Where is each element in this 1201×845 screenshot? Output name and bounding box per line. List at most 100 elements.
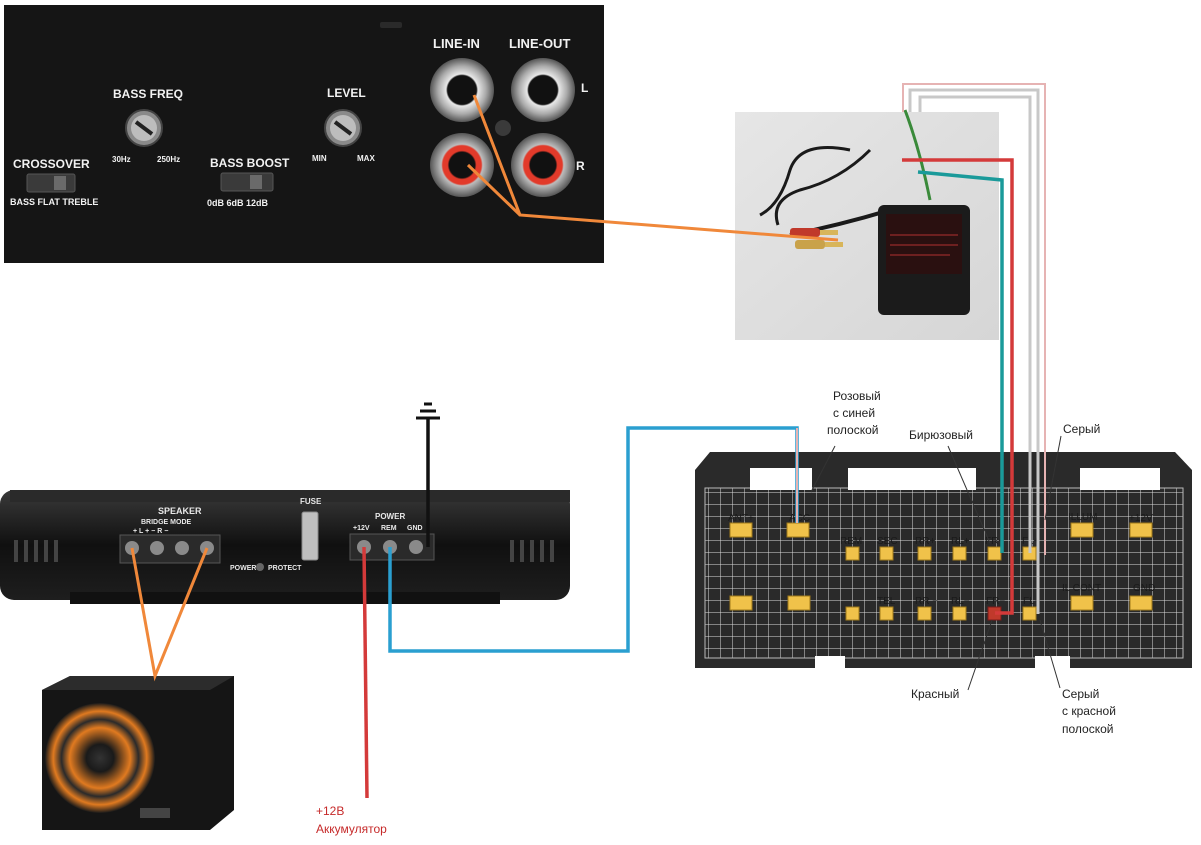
pin-label-rem: REM (840, 536, 862, 547)
power-label: POWER (375, 512, 405, 521)
amplifier-vents-left (14, 540, 58, 562)
channel-l-label: L (581, 81, 588, 95)
subwoofer-badge (140, 808, 170, 818)
fuse[interactable] (301, 511, 319, 561)
leader-red (967, 619, 993, 691)
pin-label-il-cont: IL CONT (1062, 583, 1101, 594)
annotation-gray-red-2: с красной (1062, 704, 1116, 718)
pin-plus12v[interactable] (1129, 522, 1153, 538)
channel-r-label: R (576, 159, 585, 173)
converter-black-wire-2 (774, 148, 872, 226)
leader-pink-blue (810, 445, 836, 493)
pin-label-gnd: GND (1133, 583, 1155, 594)
annotation-pink-blue-2: с синей (833, 406, 875, 420)
pin-bottom-1[interactable] (729, 595, 753, 611)
pin-rr-minus[interactable] (917, 606, 932, 621)
speaker-terminal-block[interactable] (119, 534, 221, 564)
leader-gray (1044, 435, 1062, 521)
pin-acc[interactable] (786, 522, 810, 538)
converter-rca-tip (820, 230, 838, 235)
converter-rca-plug-gold (795, 240, 825, 249)
pin-rl-plus[interactable] (952, 546, 967, 561)
converter-rca-tip-2 (825, 242, 843, 247)
amplifier: SPEAKER BRIDGE MODE + L + − R − FUSE POW… (0, 490, 570, 604)
power-led (256, 563, 264, 571)
plus12v-terminal-label: +12V (353, 525, 370, 532)
pin-label-fl-minus: FL− (1023, 596, 1041, 607)
level-max: MAX (357, 154, 375, 163)
pin-fl-minus[interactable] (1022, 606, 1037, 621)
pin-label-illum: ILLUM (1068, 512, 1097, 523)
power-led-label: POWER (230, 565, 256, 572)
pin-il-cont[interactable] (1070, 595, 1094, 611)
level-knob-grip (333, 120, 353, 136)
speaker-label: SPEAKER (158, 506, 202, 516)
amplifier-vents-right (510, 540, 554, 562)
bass-boost-switch[interactable] (220, 172, 274, 192)
pin-rr-plus[interactable] (917, 546, 932, 561)
connector-key-1 (750, 468, 812, 490)
wire-rca-right (466, 163, 522, 217)
rca-line-in-left[interactable] (430, 58, 494, 122)
rca-line-out-left[interactable] (511, 58, 575, 122)
pin-label-rr-plus: RR+ (915, 536, 935, 547)
bass-boost-options: 0dB 6dB 12dB (207, 198, 269, 208)
rem-terminal-label: REM (381, 525, 397, 532)
connector-notch-1 (815, 656, 845, 668)
rca-line-out-right[interactable] (511, 133, 575, 197)
pin-rem[interactable] (845, 546, 860, 561)
bass-freq-min: 30Hz (112, 155, 131, 164)
bass-boost-label: BASS BOOST (210, 156, 290, 170)
annotation-battery-1: +12В (316, 804, 344, 818)
control-panel: CROSSOVER BASS FLAT TREBLE BASS FREQ 30H… (4, 5, 604, 263)
annotation-gray-red-1: Серый (1062, 687, 1099, 701)
subwoofer-box-top (42, 676, 234, 690)
bridge-mode-label: BRIDGE MODE (141, 519, 192, 526)
panel-screw-slot (380, 22, 402, 28)
pin-label-rl-minus: RL− (951, 596, 970, 607)
annotation-red: Красный (911, 687, 959, 701)
iso-connector: ANT+ ACC REM SEC RR+ RL+ FR+ FL+ ILLUM +… (695, 452, 1192, 668)
bass-freq-knob-grip (134, 120, 154, 136)
line-out-label: LINE-OUT (509, 36, 570, 51)
gnd-terminal-label: GND (407, 525, 423, 532)
pin-label-ant: ANT+ (728, 513, 754, 524)
annotation-gray-red-3: полоской (1062, 722, 1113, 736)
converter-rca-plug-red (790, 228, 820, 237)
crossover-switch[interactable] (26, 173, 76, 193)
speaker-terminal-labels: + L + − R − (133, 528, 168, 535)
connector-key-3 (1080, 468, 1160, 490)
pin-bottom-3[interactable] (845, 606, 860, 621)
pin-sec[interactable] (879, 546, 894, 561)
pin-label-acc: ACC (789, 513, 810, 524)
level-label: LEVEL (327, 86, 366, 100)
pin-rl-minus[interactable] (952, 606, 967, 621)
converter-green-wire (903, 109, 932, 201)
wire-red (902, 158, 1014, 615)
annotation-battery-2: Аккумулятор (316, 822, 387, 836)
protect-led-label: PROTECT (268, 565, 302, 572)
rca-center-screw (495, 120, 511, 136)
connector-face (705, 488, 1183, 658)
wire-speaker (130, 547, 209, 682)
pin-illum[interactable] (1070, 522, 1094, 538)
annotation-turquoise: Бирюзовый (909, 428, 973, 442)
bass-freq-label: BASS FREQ (113, 87, 183, 101)
line-converter-photo (735, 109, 999, 340)
pin-fr-plus[interactable] (987, 546, 1002, 561)
pin-label-tel: TEL (877, 596, 896, 607)
pin-bottom-2[interactable] (787, 595, 811, 611)
pin-label-rl-plus: RL+ (951, 536, 970, 547)
pin-label-sec: SEC (877, 536, 898, 547)
crossover-label: CROSSOVER (13, 157, 90, 171)
bass-boost-switch-knob (250, 175, 262, 189)
pin-label-plus12v: +12V (1129, 513, 1153, 524)
annotation-pink-blue-1: Розовый (833, 389, 881, 403)
crossover-options: BASS FLAT TREBLE (10, 197, 98, 207)
wire-turquoise (917, 170, 1004, 553)
pin-ant[interactable] (729, 522, 753, 538)
pin-gnd[interactable] (1129, 595, 1153, 611)
pin-tel[interactable] (879, 606, 894, 621)
rca-line-in-right[interactable] (430, 133, 494, 197)
